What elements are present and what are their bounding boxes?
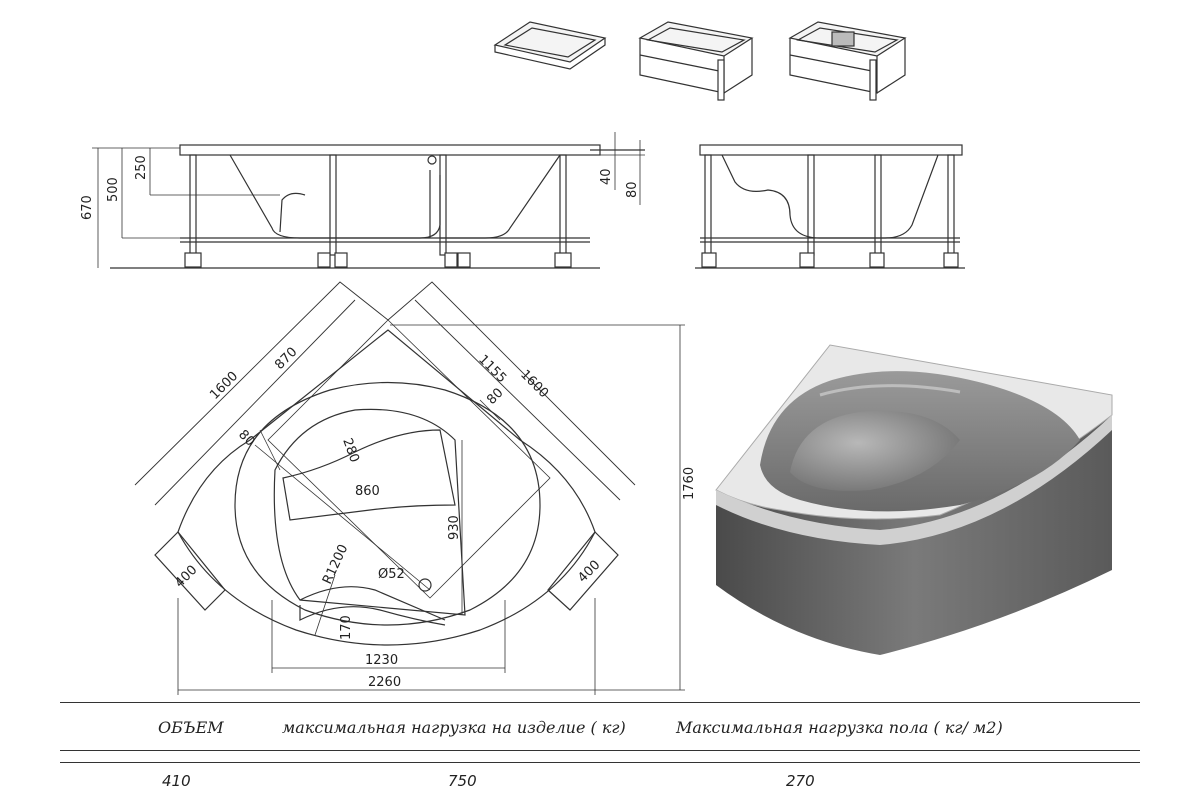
dim-plan-1155: 1155 — [475, 352, 509, 386]
value-volume: 410 — [162, 772, 191, 790]
dim-front-670: 670 — [80, 195, 95, 220]
side-elevation — [695, 144, 965, 269]
dim-plan-860: 860 — [355, 484, 380, 499]
dim-plan-drain: Ø52 — [378, 567, 405, 582]
dim-plan-1230: 1230 — [365, 653, 398, 668]
install-icon-drop-in — [493, 21, 607, 70]
dim-plan-1600-left: 1600 — [207, 369, 241, 403]
dim-front-500: 500 — [106, 177, 121, 202]
table-top-rule — [60, 702, 1140, 703]
dim-plan-870: 870 — [272, 345, 300, 373]
dim-plan-r1200: R1200 — [320, 542, 351, 587]
header-max-floor-load: Максимальная нагрузка пола ( кг/ м2) — [676, 718, 1003, 737]
header-volume: ОБЪЕМ — [158, 718, 224, 737]
bathtub-render — [715, 344, 1113, 655]
table-mid-rule — [60, 750, 1140, 751]
dim-plan-930: 930 — [447, 515, 462, 540]
dim-plan-80-right: 80 — [484, 386, 506, 408]
front-elevation — [110, 144, 645, 269]
plan-view — [134, 281, 636, 646]
plan-dimension-lines — [177, 324, 685, 695]
dim-plan-2260: 2260 — [368, 675, 401, 690]
technical-drawing: 670 500 250 40 80 — [80, 21, 1113, 695]
header-max-load-product: максимальная нагрузка на изделие ( кг) — [282, 718, 626, 737]
dim-front-250: 250 — [134, 155, 149, 180]
value-max-load-product: 750 — [448, 772, 477, 790]
install-icon-frame — [638, 21, 754, 101]
dim-plan-170: 170 — [339, 615, 354, 640]
table-bottom-rule — [60, 762, 1140, 763]
install-icon-panel — [788, 21, 907, 101]
value-max-floor-load: 270 — [786, 772, 815, 790]
dim-plan-80-left: 80 — [235, 427, 257, 449]
spec-table: ОБЪЕМ максимальная нагрузка на изделие (… — [60, 700, 1140, 800]
dim-front-80: 80 — [625, 181, 640, 198]
dim-plan-400-right: 400 — [575, 558, 603, 586]
dim-front-40: 40 — [599, 168, 614, 185]
dim-plan-400-left: 400 — [172, 563, 200, 591]
dim-plan-280: 280 — [339, 436, 362, 464]
front-dimension-lines — [92, 132, 645, 268]
dim-plan-1760: 1760 — [682, 467, 697, 500]
